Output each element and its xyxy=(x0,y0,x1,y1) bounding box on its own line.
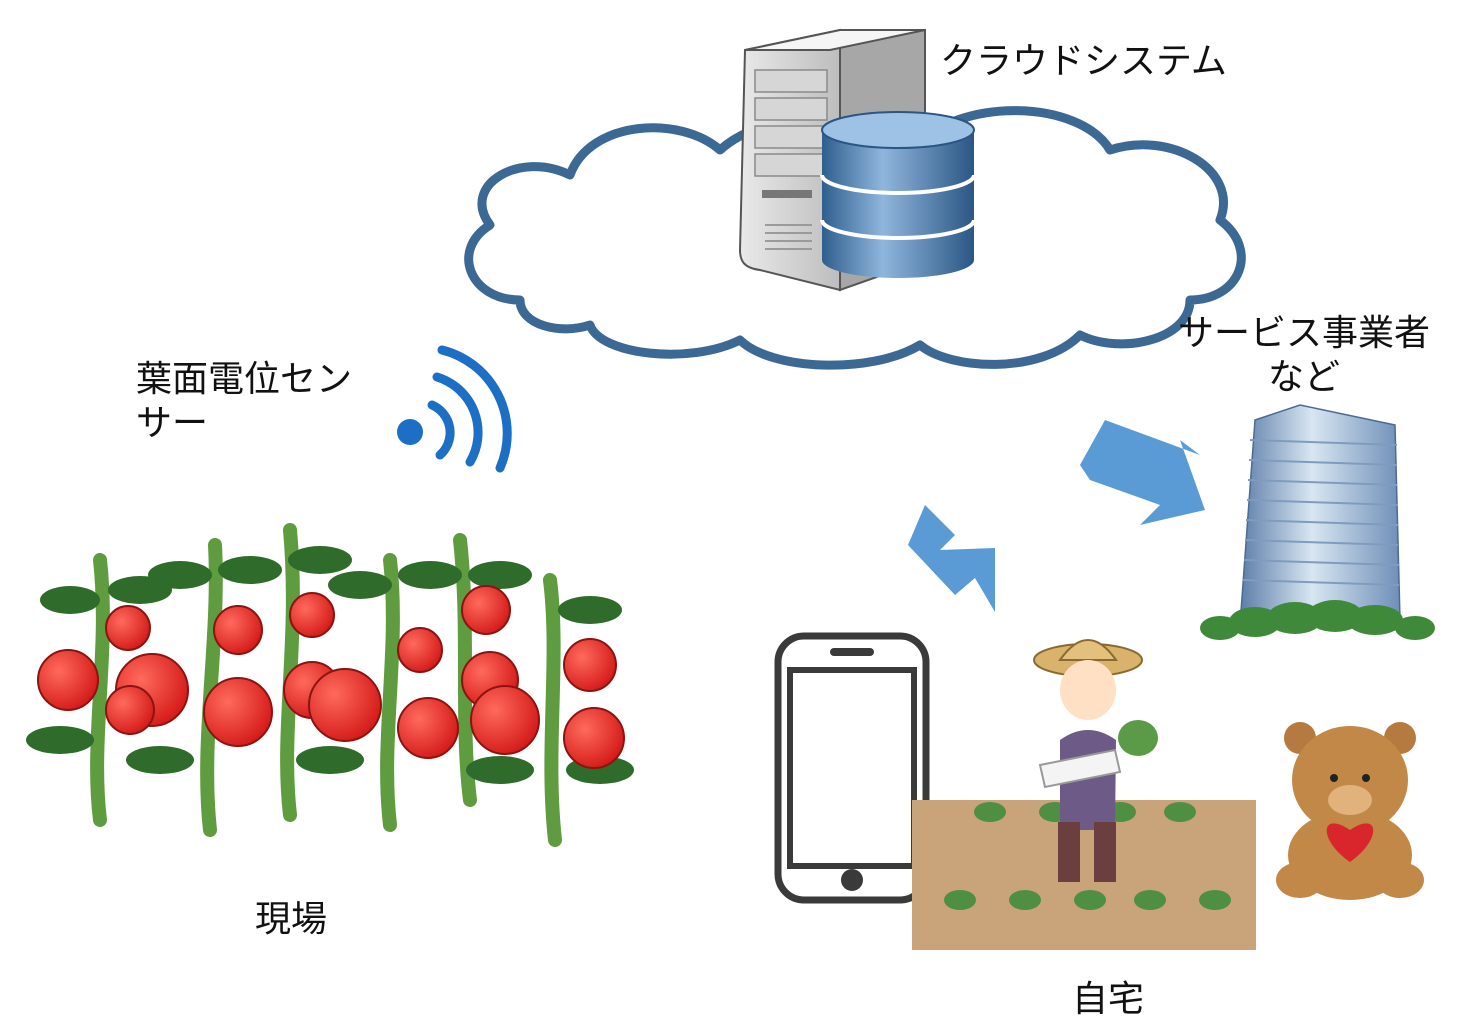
sensor-label: 葉面電位セン サー xyxy=(136,358,352,446)
teddy-bear-icon xyxy=(1276,722,1424,900)
wireless-signal-icon xyxy=(397,345,512,473)
smartphone-icon xyxy=(774,632,930,904)
service-provider-label-line2: など xyxy=(1268,357,1341,398)
tomato-plants-icon xyxy=(26,523,634,847)
arrow-icon xyxy=(908,420,1205,612)
home-label: 自宅 xyxy=(1072,979,1145,1020)
service-provider-label-line1: サービス事業者 xyxy=(1178,313,1431,354)
service-provider-label: サービス事業者 など xyxy=(1178,312,1430,400)
sensor-label-line2: サー xyxy=(136,403,209,444)
cloud-system-label: クラウドシステム xyxy=(940,41,1227,82)
database-icon xyxy=(820,111,976,278)
field-label: 現場 xyxy=(255,899,328,940)
office-building-icon xyxy=(1200,404,1435,640)
sensor-label-line1: 葉面電位セン xyxy=(136,359,353,400)
farmer-icon xyxy=(912,639,1256,950)
